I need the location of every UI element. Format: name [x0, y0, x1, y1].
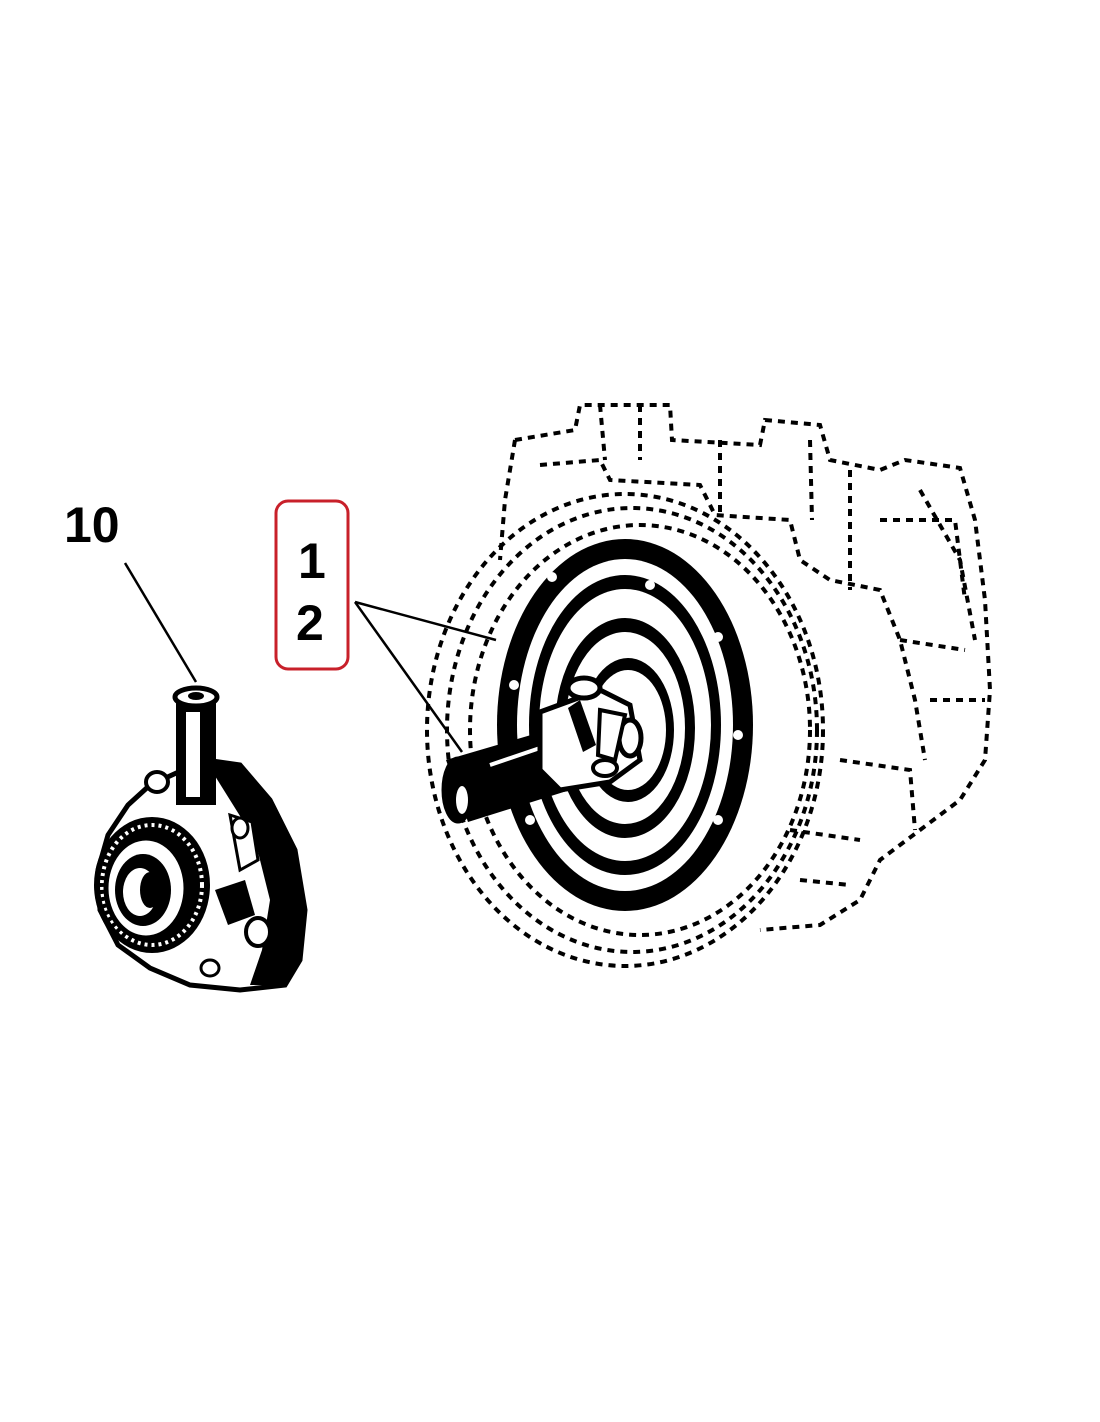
leader-line-2: [353, 601, 464, 753]
transmission-housing-icon: [425, 403, 993, 968]
leader-line-10: [123, 562, 198, 683]
callout-label-2: 2: [296, 595, 324, 651]
drive-shaft: [441, 675, 644, 824]
release-bearing-icon: [94, 685, 308, 993]
callout-label-1: 1: [298, 533, 326, 589]
callout-highlight-box: [274, 499, 350, 671]
leader-line-1: [354, 600, 497, 642]
callout-label-10: 10: [64, 497, 120, 553]
